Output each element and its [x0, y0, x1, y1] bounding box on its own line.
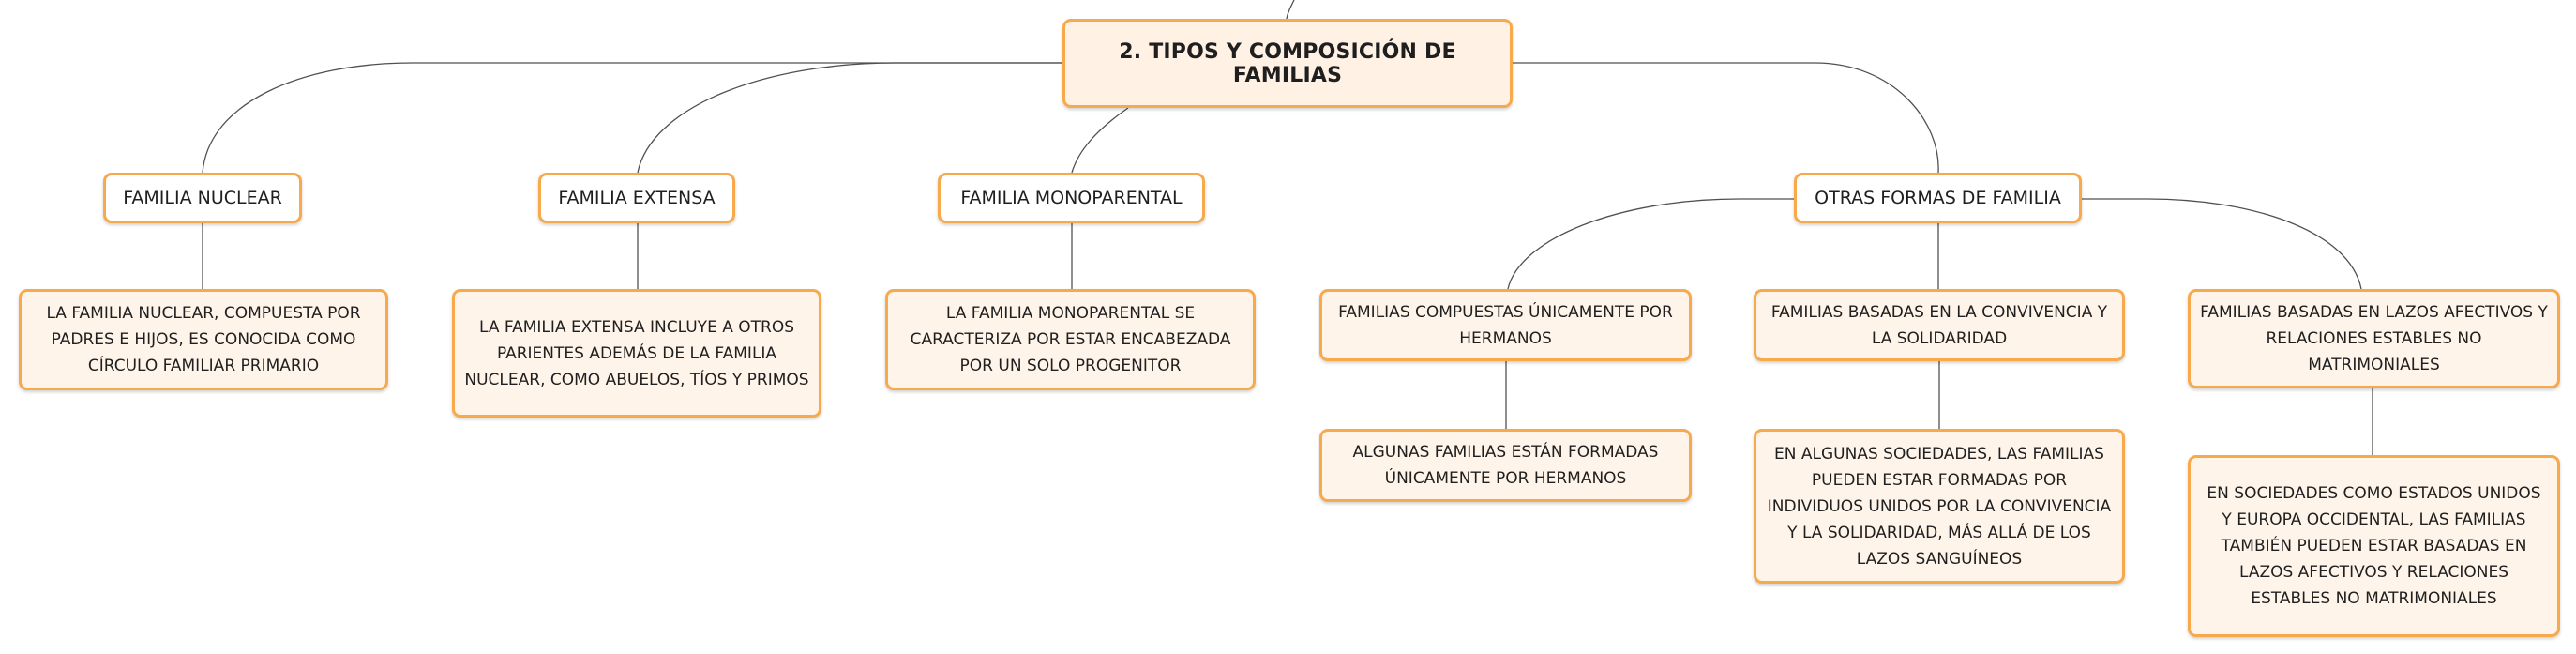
link-root-to-familia-nuclear	[202, 62, 1064, 174]
link-root-to-familia-monoparental	[1071, 107, 1129, 174]
detail-text: LA FAMILIA NUCLEAR, COMPUESTA POR PADRES…	[46, 304, 361, 375]
subtopic-label: FAMILIAS BASADAS EN LA CONVIVENCIA Y LA …	[1770, 302, 2108, 348]
link-otras-to-hermanos	[1507, 198, 1794, 290]
topic-label: FAMILIA EXTENSA	[558, 188, 716, 208]
detail-familias-lazos-afectivos[interactable]: EN SOCIEDADES COMO ESTADOS UNIDOS Y EURO…	[2188, 455, 2560, 637]
detail-familias-convivencia[interactable]: EN ALGUNAS SOCIEDADES, LAS FAMILIAS PUED…	[1754, 429, 2125, 584]
subtopic-familias-hermanos[interactable]: FAMILIAS COMPUESTAS ÚNICAMENTE POR HERMA…	[1319, 289, 1692, 361]
topic-label: OTRAS FORMAS DE FAMILIA	[1815, 188, 2061, 208]
topic-label: FAMILIA NUCLEAR	[123, 188, 282, 208]
detail-familia-extensa[interactable]: LA FAMILIA EXTENSA INCLUYE A OTROS PARIE…	[452, 289, 821, 418]
root-topic[interactable]: 2. TIPOS Y COMPOSICIÓN DE FAMILIAS	[1062, 19, 1513, 108]
topic-familia-monoparental[interactable]: FAMILIA MONOPARENTAL	[938, 173, 1205, 223]
topic-familia-extensa[interactable]: FAMILIA EXTENSA	[538, 173, 735, 223]
link-otras-to-lazos	[2082, 198, 2362, 290]
subtopic-familias-lazos-afectivos[interactable]: FAMILIAS BASADAS EN LAZOS AFECTIVOS Y RE…	[2188, 289, 2560, 388]
link-root-to-familia-extensa	[637, 62, 1064, 174]
detail-familia-monoparental[interactable]: LA FAMILIA MONOPARENTAL SE CARACTERIZA P…	[885, 289, 1256, 390]
topic-familia-nuclear[interactable]: FAMILIA NUCLEAR	[103, 173, 302, 223]
subtopic-label: FAMILIAS BASADAS EN LAZOS AFECTIVOS Y RE…	[2200, 303, 2548, 374]
detail-familia-nuclear[interactable]: LA FAMILIA NUCLEAR, COMPUESTA POR PADRES…	[19, 289, 388, 390]
link-parent-to-root	[1286, 0, 1295, 20]
subtopic-label: FAMILIAS COMPUESTAS ÚNICAMENTE POR HERMA…	[1338, 302, 1673, 348]
subtopic-familias-convivencia[interactable]: FAMILIAS BASADAS EN LA CONVIVENCIA Y LA …	[1754, 289, 2125, 361]
detail-text: ALGUNAS FAMILIAS ESTÁN FORMADAS ÚNICAMEN…	[1352, 443, 1659, 488]
topic-otras-formas-de-familia[interactable]: OTRAS FORMAS DE FAMILIA	[1794, 173, 2082, 223]
topic-label: FAMILIA MONOPARENTAL	[960, 188, 1183, 208]
link-root-to-otras-formas	[1513, 62, 1939, 174]
detail-text: LA FAMILIA MONOPARENTAL SE CARACTERIZA P…	[910, 304, 1231, 375]
root-topic-label: 2. TIPOS Y COMPOSICIÓN DE FAMILIAS	[1119, 39, 1456, 87]
detail-text: EN ALGUNAS SOCIEDADES, LAS FAMILIAS PUED…	[1767, 444, 2112, 569]
detail-familias-hermanos[interactable]: ALGUNAS FAMILIAS ESTÁN FORMADAS ÚNICAMEN…	[1319, 429, 1692, 502]
detail-text: LA FAMILIA EXTENSA INCLUYE A OTROS PARIE…	[464, 317, 809, 389]
detail-text: EN SOCIEDADES COMO ESTADOS UNIDOS Y EURO…	[2207, 484, 2541, 608]
